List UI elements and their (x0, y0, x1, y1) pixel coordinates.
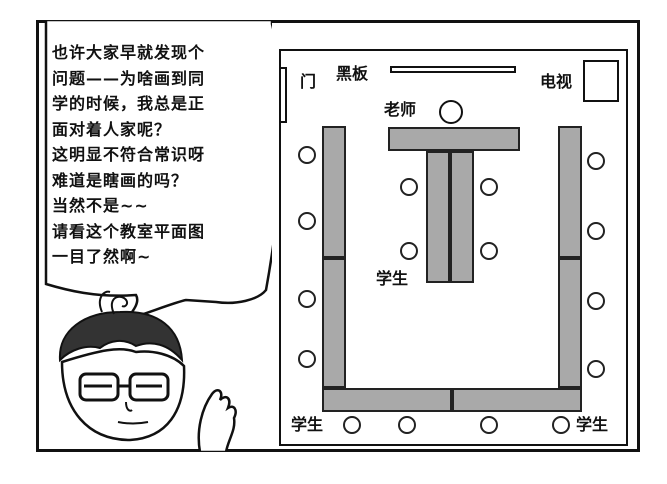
speech-text: 也许大家早就发现个 问题——为啥画到同 学的时候，我总是正 面对着人家呢？ 这明… (52, 43, 206, 266)
right-desk-top (558, 126, 582, 258)
student-seat (343, 416, 361, 434)
student-seat (587, 360, 605, 378)
blackboard-icon (390, 66, 516, 73)
bottom-desk-right (452, 388, 582, 412)
student-seat (298, 212, 316, 230)
student-seat (587, 222, 605, 240)
tv-icon (583, 60, 619, 102)
student-seat (587, 292, 605, 310)
student-label-bottom-left: 学生 (291, 415, 324, 434)
student-seat (398, 416, 416, 434)
character-with-glasses (58, 290, 237, 452)
left-desk-bottom (322, 258, 346, 388)
right-desk-bottom (558, 258, 582, 388)
student-seat (552, 416, 570, 434)
student-seat (298, 146, 316, 164)
left-desk-top (322, 126, 346, 258)
student-seat (587, 152, 605, 170)
student-label-bottom-right: 学生 (576, 415, 609, 434)
tv-label: 电视 (540, 72, 573, 91)
teacher-label: 老师 (384, 100, 417, 119)
center-desk-right (450, 151, 474, 283)
student-seat (400, 242, 418, 260)
blackboard-label: 黑板 (336, 64, 369, 83)
student-seat (298, 350, 316, 368)
teacher-desk (388, 127, 520, 151)
student-label-center: 学生 (376, 269, 409, 288)
student-seat (480, 242, 498, 260)
student-seat (480, 416, 498, 434)
student-seat (298, 290, 316, 308)
door-icon (281, 67, 287, 123)
teacher-icon (439, 100, 463, 124)
center-desk-left (426, 151, 450, 283)
bottom-desk-left (322, 388, 452, 412)
speech-bubble (44, 20, 272, 320)
student-seat (400, 178, 418, 196)
door-label: 门 (300, 72, 317, 91)
student-seat (480, 178, 498, 196)
